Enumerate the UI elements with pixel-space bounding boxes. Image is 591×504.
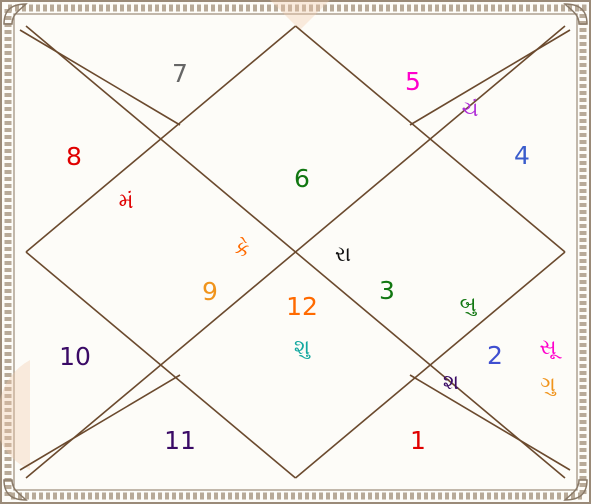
house-number-9: 9 — [202, 277, 218, 306]
house-number-6: 6 — [294, 164, 310, 193]
house-number-3: 3 — [379, 276, 395, 305]
planet-label-house-5: ચં — [462, 97, 479, 121]
house-number-10: 10 — [59, 342, 91, 371]
house-number-12: 12 — [286, 292, 318, 321]
house-number-4: 4 — [514, 141, 530, 170]
house-number-11: 11 — [164, 426, 196, 455]
chart-line-7 — [20, 30, 180, 125]
house-number-2: 2 — [487, 341, 503, 370]
watermark-logo — [0, 0, 330, 470]
chart-line-8 — [410, 30, 570, 125]
house-number-7: 7 — [172, 59, 188, 88]
planet-label-house-3: રા — [335, 242, 351, 266]
chart-line-9 — [20, 375, 180, 470]
planet-label-house-2: ગુ — [540, 372, 557, 396]
chart-lines — [20, 26, 570, 478]
planet-label-house-12: શુ — [294, 335, 311, 359]
house-number-8: 8 — [66, 142, 82, 171]
planet-label-house-1: શ — [443, 370, 459, 394]
planet-label-house-8: મં — [119, 189, 134, 213]
house-number-1: 1 — [410, 426, 426, 455]
planet-label-house-9: કે — [235, 237, 250, 261]
planet-label-house-3: બુ — [460, 292, 478, 316]
house-number-5: 5 — [405, 67, 421, 96]
planet-label-house-2: સૂ — [539, 335, 563, 359]
